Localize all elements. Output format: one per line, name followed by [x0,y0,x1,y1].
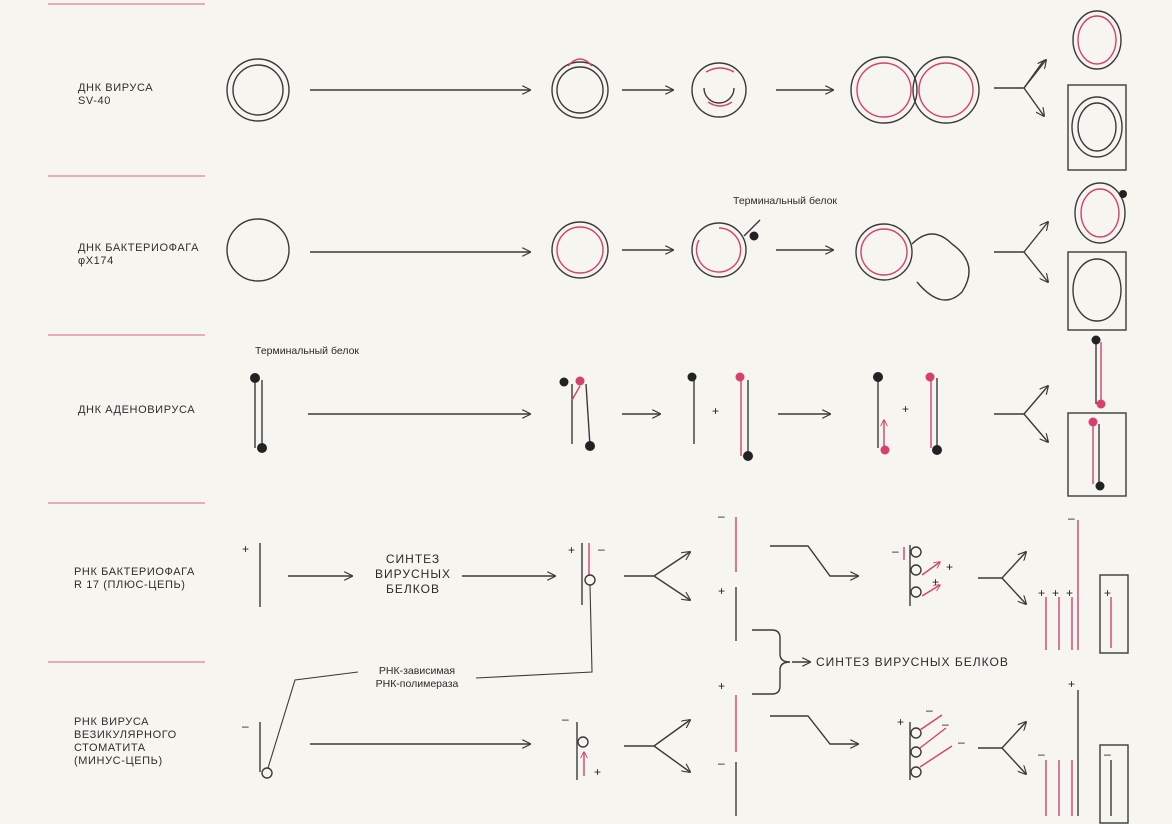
plus-sign: + [1052,586,1060,600]
row-sv40 [226,10,1127,171]
minus-sign: – [926,703,933,717]
minus-sign: – [1104,747,1111,761]
terminal-protein-dot [1119,190,1127,198]
plus-sign: + [568,543,576,557]
brace [752,629,810,695]
rna-polymerase-label: РНК-зависимая РНК-полимераза [375,665,459,690]
minus-sign: – [1068,511,1075,525]
plus-sign: + [897,715,905,729]
plus-sign: + [1066,586,1074,600]
minus-sign: – [598,542,605,556]
row-label-phix174: ДНК БАКТЕРИОФАГА φX174 [78,242,200,267]
minus-sign: – [242,719,249,733]
row-label-adenovirus: ДНК АДЕНОВИРУСА [78,404,196,416]
plus-sign: + [1104,586,1112,600]
plus-sign: + [1038,586,1046,600]
minus-sign: – [718,756,725,770]
minus-sign: – [892,544,899,558]
plus-sign: + [594,765,602,779]
minus-sign: – [942,717,949,731]
row-label-r17: РНК БАКТЕРИОФАГА R 17 (ПЛЮС-ЦЕПЬ) [74,566,195,591]
plus-sign: + [712,404,720,418]
terminal-protein-label: Терминальный белок [255,345,360,357]
minus-sign: – [1038,747,1045,761]
terminal-protein-dot [749,231,759,241]
row-label-sv40: ДНК ВИРУСА SV-40 [78,82,154,107]
plus-sign: + [902,402,910,416]
row-vsv [259,690,1129,824]
plus-sign: + [242,542,250,556]
plus-sign: + [718,584,726,598]
terminal-protein-label: Терминальный белок [733,195,838,207]
minus-sign: – [958,735,965,749]
plus-sign: + [932,575,940,589]
plus-sign: + [1068,677,1076,691]
polymerase-pointers [267,584,593,769]
row-phix174 [226,182,1127,331]
row-dividers [48,3,205,663]
row-label-vsv: РНК ВИРУСА ВЕЗИКУЛЯРНОГО СТОМАТИТА (МИНУ… [74,716,177,767]
minus-sign: – [718,509,725,523]
adenovirus-proteins [250,335,1106,491]
plus-sign: + [946,560,954,574]
synthesis-viral-proteins-joined-label: СИНТЕЗ ВИРУСНЫХ БЕЛКОВ [816,655,1009,669]
minus-sign: – [562,712,569,726]
synthesis-viral-proteins-label: СИНТЕЗ ВИРУСНЫХ БЕЛКОВ [375,552,451,596]
plus-sign: + [718,679,726,693]
row-r17 [259,517,1129,654]
row-adenovirus [254,342,1127,497]
